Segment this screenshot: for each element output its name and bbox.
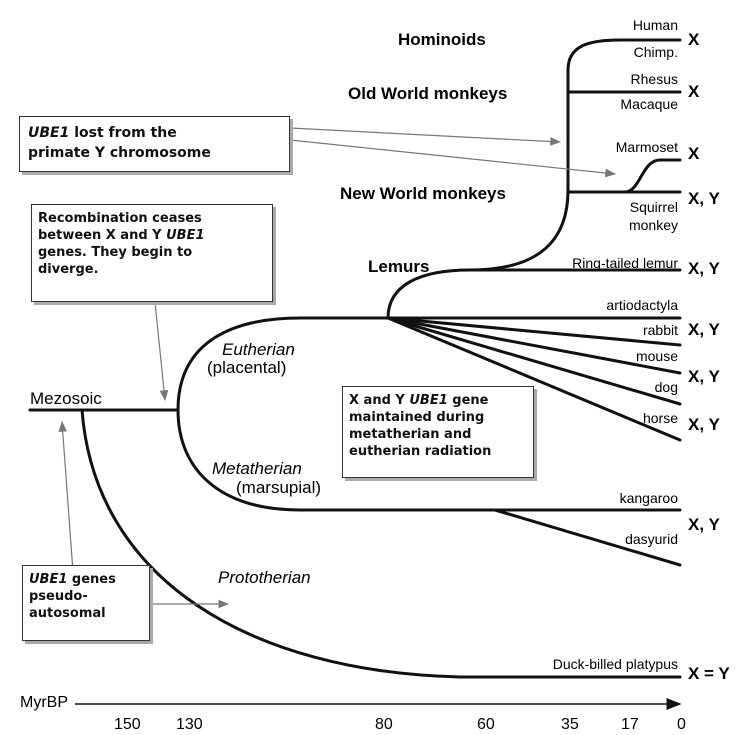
mouse-branch	[386, 316, 682, 375]
label-eutherian: Eutherian	[222, 340, 295, 359]
note-primate-text-1: lost from the	[69, 125, 177, 141]
note-recomb-text-3: genes. They begin to	[38, 245, 193, 260]
species-dog: dog	[654, 379, 678, 395]
axis-tick-130: 130	[176, 716, 203, 733]
label-metatherian: Metatherian	[212, 459, 302, 478]
arrow-to-nwm	[289, 139, 617, 178]
note-pseudo-text-3: autosomal	[29, 606, 106, 621]
species-squirrel-monkey: Squirrel monkey	[629, 198, 678, 234]
chrom-squirrel: X, Y	[688, 189, 720, 208]
note-pseudoautosomal: UBE1 genes pseudo- autosomal	[22, 565, 150, 641]
axis-tick-80: 80	[375, 716, 393, 733]
note-maintained-text-1: X and Y	[349, 393, 410, 408]
label-prototherian: Prototherian	[218, 568, 311, 587]
species-horse: horse	[642, 410, 678, 426]
note-primate-y-loss: UBE1 lost from the primate Y chromosome	[19, 116, 290, 172]
axis-label: MyrBP	[20, 694, 68, 711]
label-lemurs: Lemurs	[368, 257, 430, 276]
species-rabbit: rabbit	[642, 322, 678, 338]
note-maintained-text-3: maintained during	[349, 410, 485, 425]
chrom-dog: X, Y	[688, 367, 720, 386]
note-pseudo-text-2: pseudo-	[29, 589, 88, 604]
note-recomb-text-4: diverge.	[38, 262, 99, 277]
arrow-to-mezosoic	[58, 420, 74, 573]
anthropoid-branch	[468, 188, 570, 272]
eutherian-branch	[176, 316, 390, 412]
primate-branch	[386, 268, 682, 320]
species-ring-tailed-lemur: Ring-tailed lemur	[572, 255, 678, 271]
species-kangaroo: kangaroo	[619, 490, 678, 506]
arrow-to-eutherian-split	[154, 301, 169, 402]
chrom-marmoset: X	[688, 144, 700, 163]
species-human: Human	[632, 17, 678, 33]
note-recomb-text-1: Recombination ceases	[38, 211, 202, 226]
note-maintained-text-5: eutherian radiation	[349, 444, 492, 459]
dasyurid-branch	[493, 508, 682, 567]
species-dasyurid: dasyurid	[625, 531, 678, 547]
species-squirrel-2: monkey	[628, 217, 678, 233]
species-macaque: Macaque	[620, 96, 678, 112]
label-hominoids: Hominoids	[398, 30, 486, 49]
note-primate-text-2: primate Y chromosome	[28, 145, 211, 161]
chrom-marsupials: X, Y	[688, 515, 720, 534]
dog-branch	[386, 316, 682, 406]
species-artiodactyla: artiodactyla	[606, 297, 678, 313]
note-pseudo-gene: UBE1	[29, 572, 68, 587]
species-squirrel: Squirrel	[629, 199, 678, 215]
chrom-lemur: X, Y	[688, 259, 720, 278]
species-rhesus: Rhesus	[630, 71, 678, 87]
label-old-world-monkeys: Old World monkeys	[348, 84, 508, 103]
axis-tick-35: 35	[561, 716, 579, 733]
chrom-platypus: X = Y	[688, 664, 730, 683]
note-recombination: Recombination ceases between X and Y UBE…	[31, 204, 273, 302]
axis-tick-150: 150	[114, 716, 141, 733]
axis-tick-17: 17	[621, 716, 639, 733]
label-eutherian-sub: (placental)	[207, 358, 287, 377]
note-recomb-gene: UBE1	[166, 228, 205, 243]
note-primate-gene: UBE1	[28, 125, 70, 141]
chrom-old-world: X	[688, 82, 700, 101]
label-metatherian-sub: (marsupial)	[236, 478, 322, 497]
metatherian-branch	[176, 408, 682, 512]
horse-branch	[386, 316, 682, 442]
note-maintained-text-4: metatherian and	[349, 427, 472, 442]
nwm-branch	[566, 158, 682, 194]
label-mezosoic: Mezosoic	[30, 389, 102, 408]
rabbit-branch	[386, 316, 682, 347]
species-mouse: mouse	[635, 348, 678, 364]
note-maintained: X and Y UBE1 gene maintained during meta…	[342, 386, 534, 478]
species-marmoset: Marmoset	[615, 139, 678, 155]
note-pseudo-text-1: genes	[67, 572, 116, 587]
chrom-horse: X, Y	[688, 415, 720, 434]
axis-tick-60: 60	[477, 716, 495, 733]
note-recomb-text-2: between X and Y	[38, 228, 167, 243]
prototherian-branch	[80, 408, 682, 679]
note-maintained-text-2: gene	[447, 393, 489, 408]
chrom-hominoids: X	[688, 30, 700, 49]
note-maintained-gene: UBE1	[409, 393, 448, 408]
chrom-rabbit: X, Y	[688, 320, 720, 339]
arrow-to-catarrhine	[289, 127, 562, 146]
label-new-world-monkeys: New World monkeys	[340, 184, 506, 203]
hominoid-branch	[566, 38, 682, 94]
axis-tick-0: 0	[677, 716, 686, 733]
species-chimp: Chimp.	[633, 44, 678, 60]
species-platypus: Duck-billed platypus	[552, 656, 678, 672]
